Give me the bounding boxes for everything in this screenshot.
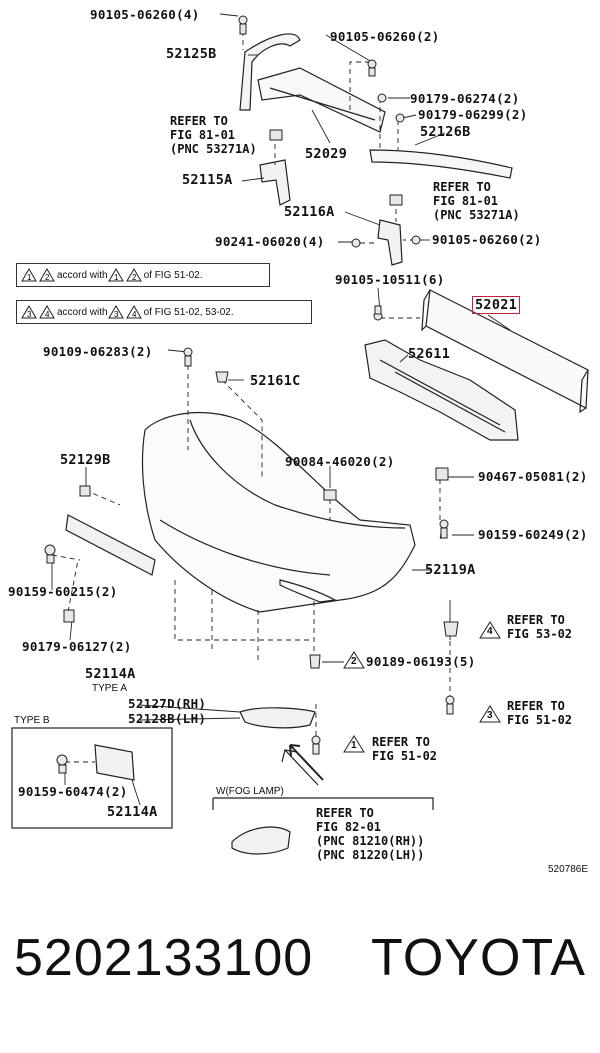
svg-text:1: 1 bbox=[114, 273, 119, 282]
fog-lamp-label: W(FOG LAMP) bbox=[216, 786, 284, 797]
part-label: 90109-06283(2) bbox=[43, 344, 153, 359]
note-text: accord with bbox=[57, 269, 108, 281]
part-label: 52125B bbox=[166, 46, 217, 62]
part-label: 90105-10511(6) bbox=[335, 272, 445, 287]
part-label: 90159-60474(2) bbox=[18, 784, 128, 799]
part-label: 90084-46020(2) bbox=[285, 454, 395, 469]
svg-text:1: 1 bbox=[27, 273, 32, 282]
part-label: 52611 bbox=[408, 346, 451, 362]
refer-note: REFER TO FIG 53-02 bbox=[507, 613, 573, 641]
note-text: of FIG 51-02. bbox=[143, 269, 203, 281]
svg-text:4: 4 bbox=[132, 310, 137, 319]
part-label: 90105-06260(4) bbox=[90, 7, 200, 22]
part-label: 52115A bbox=[182, 172, 233, 188]
type-a-label: TYPE A bbox=[92, 683, 128, 694]
parts-diagram: 90105-06260(4) 90105-06260(2) 52125B 901… bbox=[8, 7, 589, 875]
part-label: 52127D(RH) bbox=[128, 696, 207, 711]
type-b-label: TYPE B bbox=[14, 715, 50, 726]
part-label: 90179-06127(2) bbox=[22, 639, 132, 654]
part-label: 90159-60215(2) bbox=[8, 584, 118, 599]
part-label: 52126B bbox=[420, 124, 471, 140]
part-label: 90105-06260(2) bbox=[432, 232, 542, 247]
svg-text:2: 2 bbox=[132, 273, 137, 282]
brand-name: TOYOTA bbox=[371, 929, 586, 987]
marker-1: 1 bbox=[351, 740, 357, 751]
part-label: 52129B bbox=[60, 452, 111, 468]
svg-text:4: 4 bbox=[45, 310, 50, 319]
highlight-box: 52021 bbox=[472, 296, 521, 314]
marker-3: 3 bbox=[487, 710, 493, 721]
part-label: 90179-06274(2) bbox=[410, 91, 520, 106]
part-label: 90467-05081(2) bbox=[478, 469, 588, 484]
svg-text:3: 3 bbox=[114, 310, 119, 319]
figure-code: 520786E bbox=[548, 864, 589, 875]
part-label: 90105-06260(2) bbox=[330, 29, 440, 44]
refer-note: REFER TO FIG 51-02 bbox=[372, 735, 438, 763]
svg-text:3: 3 bbox=[27, 310, 32, 319]
note-text: accord with bbox=[57, 306, 108, 318]
part-label: 52161C bbox=[250, 373, 301, 389]
refer-note: REFER TO FIG 51-02 bbox=[507, 699, 573, 727]
part-label: 52114A bbox=[107, 804, 158, 820]
part-label: 52128B(LH) bbox=[128, 711, 207, 726]
part-label: 90179-06299(2) bbox=[418, 107, 528, 122]
marker-2: 2 bbox=[351, 656, 357, 667]
line-art bbox=[11, 13, 589, 855]
part-label-highlighted: 52021 bbox=[472, 296, 521, 314]
refer-note: REFER TO FIG 82-01 (PNC 81210(RH)) (PNC … bbox=[316, 806, 425, 862]
part-label: 90189-06193(5) bbox=[366, 654, 476, 669]
part-label: 52119A bbox=[425, 562, 476, 578]
part-label: 52029 bbox=[305, 146, 348, 162]
refer-note: REFER TO FIG 81-01 (PNC 53271A) bbox=[170, 114, 257, 156]
marker-4: 4 bbox=[487, 626, 493, 637]
note-text: of FIG 51-02, 53-02. bbox=[143, 306, 234, 318]
refer-note: REFER TO FIG 81-01 (PNC 53271A) bbox=[433, 180, 520, 222]
svg-text:2: 2 bbox=[45, 273, 50, 282]
part-label: 52114A bbox=[85, 666, 136, 682]
part-number: 5202133100 bbox=[14, 929, 314, 987]
footer: 5202133100 TOYOTA bbox=[0, 920, 600, 1020]
part-label: 90241-06020(4) bbox=[215, 234, 325, 249]
part-label: 90159-60249(2) bbox=[478, 527, 588, 542]
part-label: 52116A bbox=[284, 204, 335, 220]
